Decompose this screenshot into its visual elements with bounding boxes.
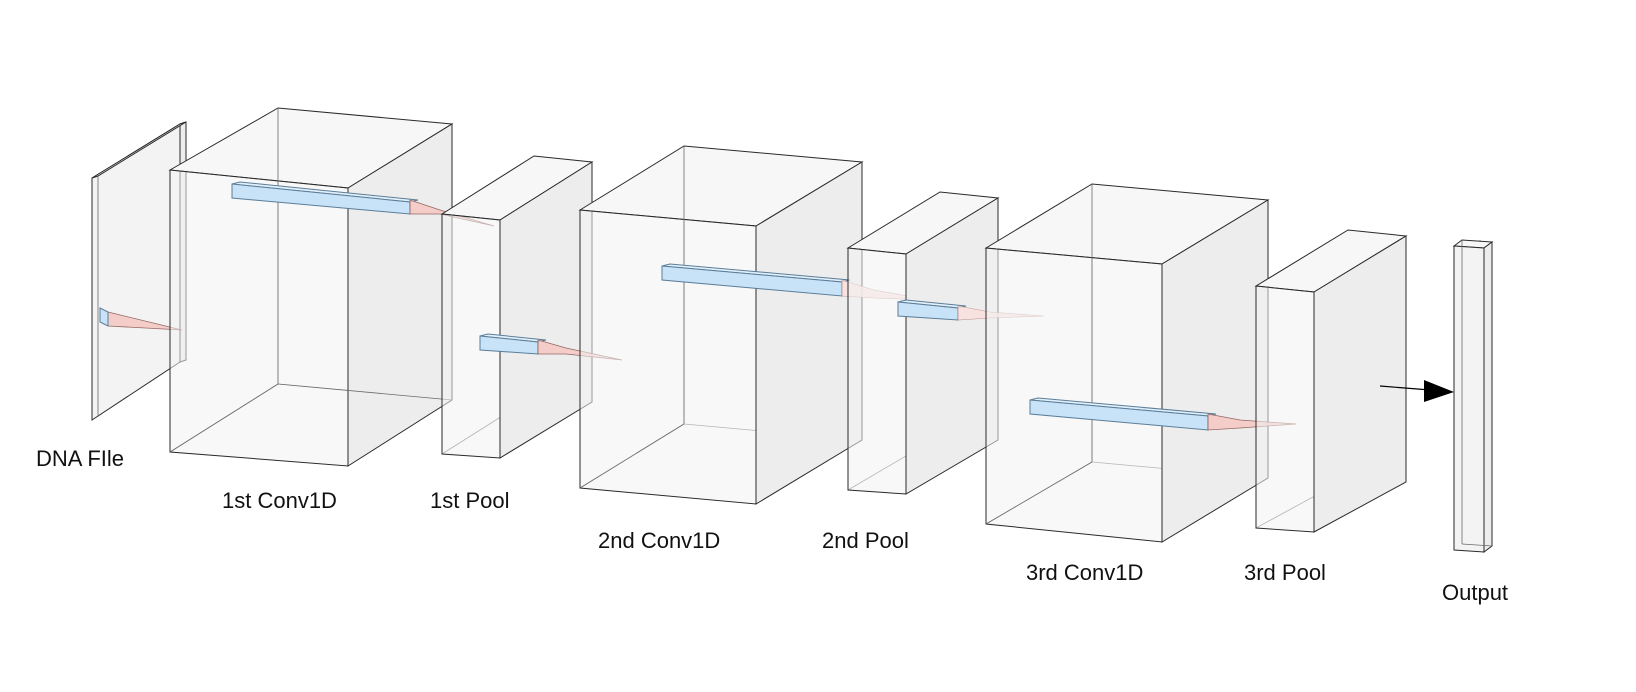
pool3-block bbox=[1254, 229, 1408, 533]
label-conv2: 2nd Conv1D bbox=[598, 528, 720, 553]
pool2-block bbox=[846, 191, 1045, 495]
label-conv1: 1st Conv1D bbox=[222, 488, 337, 513]
output-layer bbox=[1452, 239, 1494, 553]
conv2-block bbox=[578, 145, 931, 505]
conv1-block bbox=[168, 107, 495, 467]
conv3-block bbox=[984, 183, 1297, 543]
label-pool1: 1st Pool bbox=[430, 488, 510, 513]
label-output: Output bbox=[1442, 580, 1508, 605]
label-dna-file: DNA FIle bbox=[36, 446, 124, 471]
pool1-block bbox=[440, 155, 623, 459]
label-pool3: 3rd Pool bbox=[1244, 560, 1326, 585]
arrow-to-output bbox=[1379, 380, 1454, 402]
label-pool2: 2nd Pool bbox=[822, 528, 909, 553]
label-conv3: 3rd Conv1D bbox=[1026, 560, 1143, 585]
